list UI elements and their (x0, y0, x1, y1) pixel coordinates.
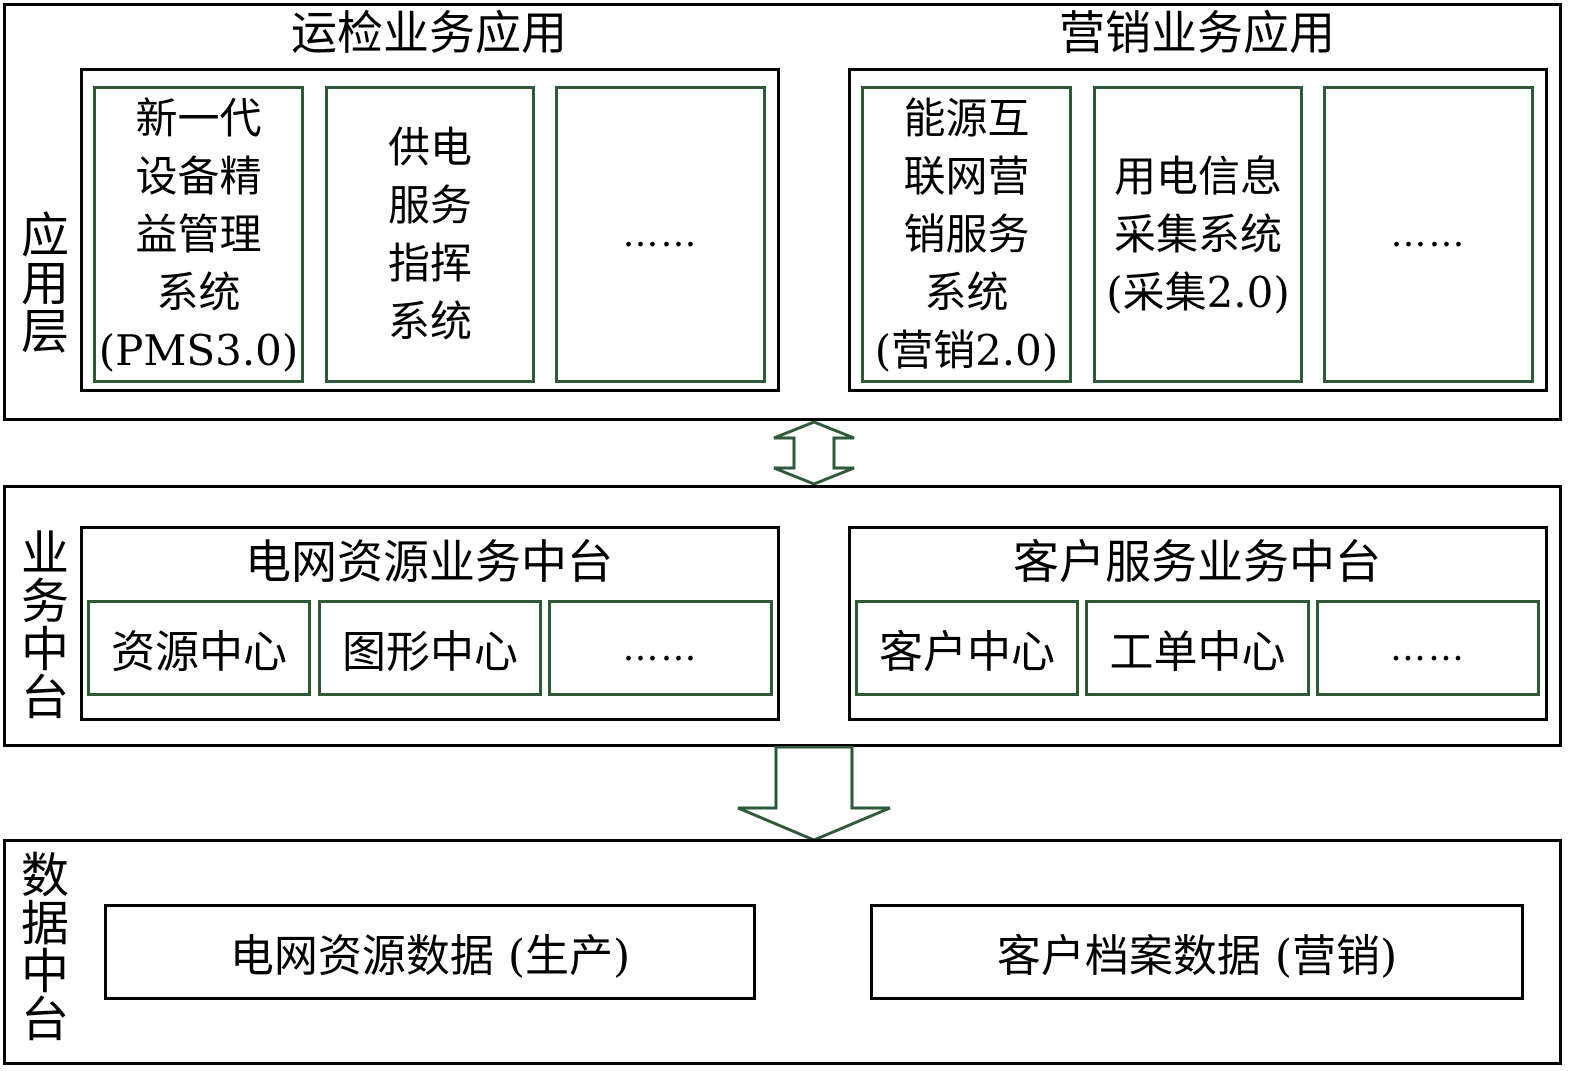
box-label: 工单中心 (1109, 627, 1286, 678)
box-grid-resource-data: 电网资源数据 (生产) (104, 904, 756, 1000)
app-line: 系统 (387, 296, 472, 346)
label-char: 台 (20, 670, 69, 726)
app-box-more: …… (1323, 86, 1534, 383)
down-arrow-icon (734, 746, 894, 842)
group-title-marketing-apps: 营销业务应用 (1059, 6, 1335, 60)
app-line: 服务 (387, 180, 472, 230)
double-arrow-icon (768, 420, 860, 486)
label-char: 数 (20, 848, 69, 904)
app-line: 设备精 (135, 151, 262, 201)
app-box-collection: 用电信息 采集系统 (采集2.0) (1093, 86, 1303, 383)
box-label: 图形中心 (342, 627, 518, 678)
app-box-pms: 新一代 设备精 益管理 系统 (PMS3.0) (93, 86, 304, 383)
group-title-maintenance-apps: 运检业务应用 (291, 6, 567, 60)
ellipsis-text: …… (622, 627, 699, 669)
label-char: 应 (20, 208, 69, 264)
label-char: 用 (20, 256, 69, 312)
label-char: 中 (20, 622, 69, 678)
application-layer-label: 应 用 层 (20, 212, 70, 356)
box-customer-center: 客户中心 (855, 600, 1079, 696)
box-work-order-center: 工单中心 (1085, 600, 1310, 696)
group-title-customer-service: 客户服务业务中台 (1013, 535, 1381, 589)
app-box-more: …… (555, 86, 766, 383)
app-line: 系统 (156, 267, 241, 317)
ellipsis-text: …… (1390, 213, 1467, 255)
label-char: 据 (20, 896, 69, 952)
app-line: 系统 (924, 267, 1009, 317)
app-line: (采集2.0) (1106, 267, 1290, 317)
group-title-grid-resource: 电网资源业务中台 (245, 535, 613, 589)
app-line: 能源互 (903, 93, 1030, 143)
app-line: (PMS3.0) (98, 325, 299, 375)
label-char: 业 (20, 526, 69, 582)
app-line: 指挥 (387, 238, 472, 288)
label-char: 台 (20, 992, 69, 1048)
label-char: 中 (20, 944, 69, 1000)
ellipsis-text: …… (622, 213, 699, 255)
app-box-power-supply-command: 供电 服务 指挥 系统 (325, 86, 535, 383)
app-line: 新一代 (135, 93, 262, 143)
label-char: 层 (20, 304, 69, 360)
app-line: 用电信息 (1113, 151, 1282, 201)
app-line: 供电 (387, 122, 472, 172)
box-customer-archive-data: 客户档案数据 (营销) (870, 904, 1524, 1000)
app-line: (营销2.0) (874, 325, 1059, 375)
box-label: 电网资源数据 (生产) (229, 931, 631, 982)
box-label: 客户档案数据 (营销) (996, 931, 1398, 982)
box-graphic-center: 图形中心 (318, 600, 542, 696)
ellipsis-text: …… (1390, 627, 1466, 669)
box-more: …… (548, 600, 773, 696)
app-line: 益管理 (135, 209, 262, 259)
app-line: 联网营 (903, 151, 1030, 201)
data-layer-label: 数 据 中 台 (20, 852, 70, 1044)
label-char: 务 (20, 574, 69, 630)
box-resource-center: 资源中心 (87, 600, 311, 696)
app-box-marketing-service: 能源互 联网营 销服务 系统 (营销2.0) (861, 86, 1072, 383)
app-line: 采集系统 (1113, 209, 1282, 259)
box-more: …… (1316, 600, 1540, 696)
business-layer-label: 业 务 中 台 (20, 530, 70, 722)
app-line: 销服务 (903, 209, 1030, 259)
box-label: 资源中心 (111, 627, 287, 678)
box-label: 客户中心 (879, 627, 1055, 678)
